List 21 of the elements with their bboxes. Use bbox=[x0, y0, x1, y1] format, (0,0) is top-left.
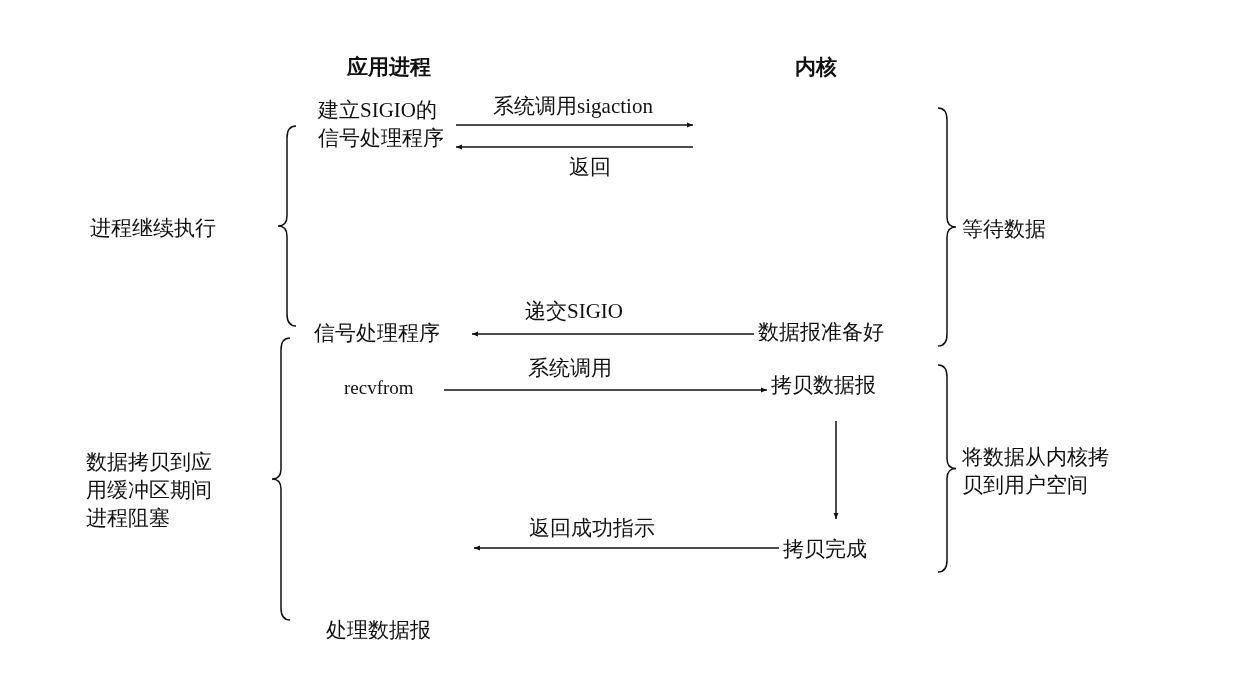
phase-label: 数据拷贝到应用缓冲区期间进程阻塞 bbox=[86, 449, 213, 532]
process-step-text: 信号处理程序 bbox=[314, 319, 468, 347]
arrow bbox=[455, 144, 694, 150]
process-step-text: 数据报准备好 bbox=[758, 318, 914, 346]
process-step-text: 拷贝完成 bbox=[783, 535, 887, 563]
edge-label: 递交SIGIO bbox=[524, 298, 624, 325]
arrow bbox=[471, 331, 755, 337]
arrow bbox=[833, 420, 839, 520]
process-step-text: recvfrom bbox=[344, 374, 440, 402]
arrow bbox=[473, 545, 780, 551]
edge-label: 系统调用sigaction bbox=[492, 93, 654, 120]
process-step-text: 处理数据报 bbox=[326, 616, 456, 644]
process-step-text: 拷贝数据报 bbox=[771, 371, 901, 399]
phase-label: 进程继续执行 bbox=[90, 215, 217, 242]
process-step-text: 建立SIGIO的信号处理程序 bbox=[318, 96, 452, 152]
column-heading: 应用进程 bbox=[346, 54, 432, 81]
column-heading: 内核 bbox=[794, 54, 838, 81]
arrow bbox=[443, 387, 768, 393]
phase-label: 等待数据 bbox=[962, 216, 1047, 243]
phase-label: 将数据从内核拷贝到用户空间 bbox=[962, 444, 1110, 499]
arrow bbox=[455, 122, 694, 128]
